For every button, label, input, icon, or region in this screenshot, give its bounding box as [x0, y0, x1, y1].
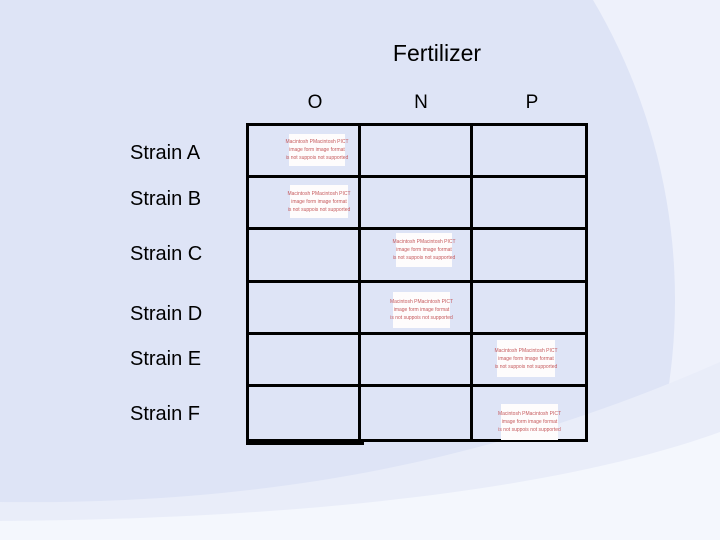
- row-header-strain-f: Strain F: [130, 403, 201, 425]
- pict-text-line: Macintosh PMacintosh PICT: [285, 139, 349, 145]
- table-cell-strain-f-o: [249, 386, 361, 439]
- row-header-strain-c: Strain C: [130, 243, 203, 265]
- table-cell-strain-b-p: [473, 178, 585, 231]
- table-cell-strain-c-p: [473, 230, 585, 283]
- pict-text-line: image form image format: [501, 419, 558, 425]
- table-cell-strain-b-n: [361, 178, 473, 231]
- row-header-strain-e: Strain E: [130, 348, 202, 370]
- pict-text-line: is not suppois not supported: [494, 363, 558, 370]
- pict-text-line: is not suppois not supported: [390, 315, 453, 321]
- broken-pict-image-strain-e-p: Macintosh PMacintosh PICT image form ima…: [494, 340, 558, 377]
- row-header-strain-d: Strain D: [130, 303, 203, 325]
- table-cell-strain-a-o: [249, 126, 361, 179]
- pict-text-line: image form image format: [393, 307, 450, 313]
- broken-pict-image-strain-b-o: Macintosh PMacintosh PICT image form ima…: [287, 185, 351, 218]
- table-bottom-left-border: [246, 441, 364, 445]
- table-cell-strain-d-n: [361, 282, 473, 335]
- background-band-light: [0, 432, 720, 540]
- pict-text-line: image form image format: [498, 355, 554, 362]
- pict-text-line: image form image format: [289, 147, 345, 153]
- pict-text-line: Macintosh PMacintosh PICT: [389, 299, 454, 305]
- table-cell-strain-e-p: [473, 335, 585, 387]
- pict-text-line: Macintosh PMacintosh PICT: [497, 411, 562, 417]
- broken-pict-image-strain-d-n: Macintosh PMacintosh PICT image form ima…: [389, 292, 454, 328]
- table-cell-strain-f-n: [361, 386, 473, 439]
- table-cell-strain-c-o: [249, 230, 361, 283]
- table-cell-strain-a-n: [361, 126, 473, 179]
- pict-text-line: Macintosh PMacintosh PICT: [494, 347, 558, 354]
- column-header-o: O: [307, 92, 323, 113]
- table-cell-strain-a-p: [473, 126, 585, 179]
- table-cell-strain-c-n: [361, 230, 473, 283]
- pict-text-line: is not suppois not supported: [498, 427, 561, 433]
- slide-title: Fertilizer: [392, 40, 482, 66]
- pict-text-line: Macintosh PMacintosh PICT: [287, 190, 351, 197]
- table-cell-strain-d-p: [473, 283, 585, 335]
- table-cell-strain-b-o: [249, 178, 361, 231]
- pict-text-line: Macintosh PMacintosh PICT: [392, 239, 456, 245]
- column-header-p: P: [525, 92, 539, 113]
- pict-text-line: is not suppois not supported: [285, 155, 349, 161]
- pict-text-line: is not suppois not supported: [287, 206, 351, 213]
- broken-pict-image-strain-a-o: Macintosh PMacintosh PICT image form ima…: [285, 134, 349, 166]
- table-cell-strain-e-o: [249, 334, 361, 387]
- row-header-strain-a: Strain A: [130, 142, 201, 164]
- broken-pict-image-strain-c-n: Macintosh PMacintosh PICT image form ima…: [392, 233, 456, 267]
- pict-text-line: image form image format: [396, 247, 452, 253]
- table-cell-strain-d-o: [249, 282, 361, 335]
- broken-pict-image-strain-f-p: Macintosh PMacintosh PICT image form ima…: [497, 404, 562, 440]
- pict-text-line: is not suppois not supported: [392, 255, 456, 261]
- column-header-n: N: [414, 92, 428, 113]
- data-table: [246, 123, 588, 442]
- table-cell-strain-e-n: [361, 334, 473, 387]
- row-header-strain-b: Strain B: [130, 188, 202, 210]
- pict-text-line: image form image format: [291, 198, 347, 205]
